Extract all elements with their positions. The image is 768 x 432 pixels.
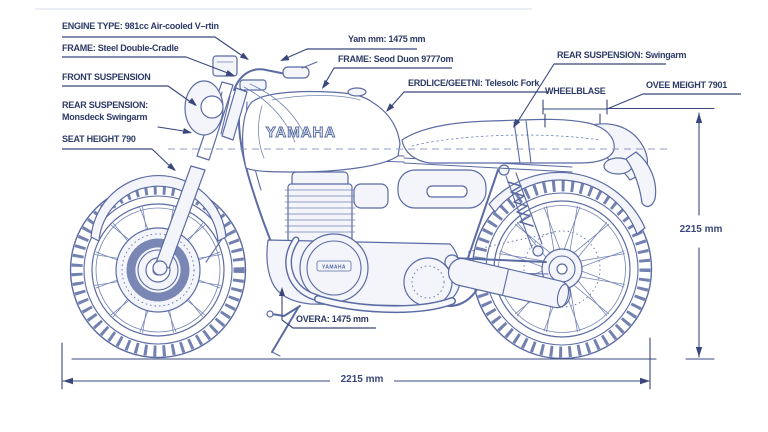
handlebar-grip xyxy=(282,66,310,79)
engine-badge-text: YAMAHA xyxy=(322,265,346,271)
callout-front-fork: ERDLICE/GEETNI: Telesolc Fork xyxy=(408,78,540,88)
seat xyxy=(401,118,615,164)
rear-shock xyxy=(498,164,544,257)
callout-overall-mid: OVERA: 1475 mm xyxy=(296,314,369,324)
wheelbase-bracket xyxy=(542,99,608,128)
fuel-cap xyxy=(347,87,367,97)
dimension-right-height: 2215 mm xyxy=(670,224,732,235)
engine: YAMAHA xyxy=(266,171,462,357)
headlight xyxy=(184,80,224,136)
callout-rear-suspension-r: REAR SUSPENSION: Swingarm xyxy=(557,50,687,60)
dimension-bottom-width: 2215 mm xyxy=(330,374,394,385)
rear-mudflap xyxy=(625,151,657,208)
callout-rear-suspension-l2: Monsdeck Swingarm xyxy=(62,112,148,122)
side-panel xyxy=(397,169,487,209)
cylinder-block xyxy=(287,183,353,243)
clutch-cover xyxy=(403,257,453,307)
tank-logo-text: YAMAHA xyxy=(266,124,336,141)
leader-arrowheads xyxy=(167,52,521,296)
handlebar xyxy=(233,68,287,91)
exhaust xyxy=(285,236,571,313)
side-panel-badge xyxy=(426,185,468,198)
shift-lever xyxy=(271,305,301,317)
control-cable xyxy=(249,83,306,137)
drive-chain xyxy=(467,231,557,253)
callout-frame-left: FRAME: Steel Double-Cradle xyxy=(62,43,179,53)
seat-strap xyxy=(513,121,521,164)
callout-engine-type: ENGINE TYPE: 981cc Air-cooled V–rtin xyxy=(62,21,219,31)
muffler xyxy=(447,257,571,309)
bottom-dimension xyxy=(61,337,651,390)
carburetor xyxy=(353,183,389,209)
kickstand xyxy=(271,307,299,353)
steering-head xyxy=(221,87,248,141)
callout-rear-suspension-l1: REAR SUSPENSION: xyxy=(62,100,149,110)
callout-underlines xyxy=(62,36,741,329)
brake-lever xyxy=(301,61,318,69)
rear-fender xyxy=(488,171,646,235)
callout-seat-height: SEAT HEIGHT 790 xyxy=(62,134,136,144)
handlebar-cockpit xyxy=(212,55,318,143)
callout-overall-height: OVEE MEIGHT 7901 xyxy=(646,80,728,90)
callout-wheelbase-right: WHEELBLASE xyxy=(545,86,606,96)
callout-frame-top: FRAME: Seod Duon 9777om xyxy=(338,54,454,64)
fuel-tank: YAMAHA xyxy=(242,87,401,173)
gauge-cluster xyxy=(212,55,238,77)
callout-wheelbase-top: Yam mm: 1475 mm xyxy=(348,34,426,44)
callout-front-suspension: FRONT SUSPENSION xyxy=(62,72,151,82)
right-dimension xyxy=(606,107,715,358)
